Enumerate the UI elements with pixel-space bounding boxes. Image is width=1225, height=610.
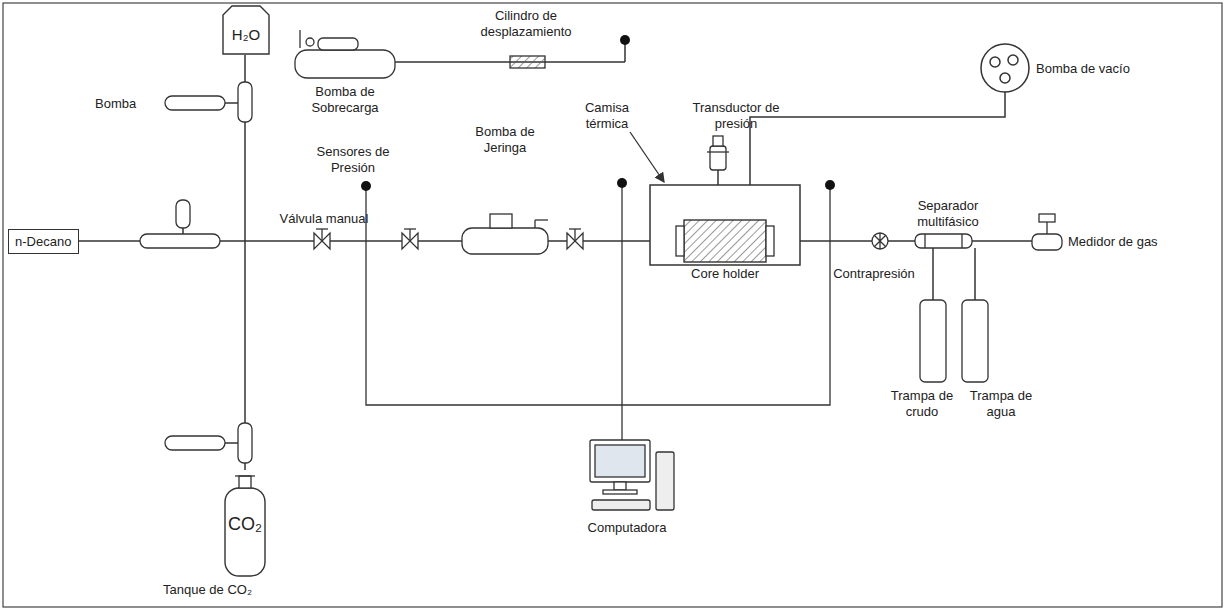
frame [3,3,1222,607]
pump-label: Bomba de Sobrecarga [298,84,392,116]
node-text: CO₂ [225,516,265,532]
pump-label: Bomba de Jeringa [462,124,548,156]
gas-meter [1032,214,1062,250]
cylinder-label: Cilindro de desplazamiento [470,8,582,40]
node-text: H₂O [222,27,270,43]
separator [915,234,988,382]
pump-label: Bomba [95,96,155,112]
leader-arrow [630,132,664,182]
node-text: n-Decano [15,234,71,250]
trap-label: Trampa de crudo [886,388,958,420]
computer-label: Computadora [572,520,682,536]
co2-tank: CO₂ Tanque de CO₂ [140,468,280,605]
trap-label: Trampa de agua [965,388,1037,420]
back-pressure-valve [872,233,888,249]
transducer-label: Transductor de presión [690,100,782,132]
separator-label: Separador multifásico [902,198,994,230]
node-text: Core holder [672,266,778,282]
sensor-label: Sensores de Presión [305,144,401,176]
signal-wires [366,183,830,440]
pressure-sensors [361,35,835,191]
valve-label: Contrapresión [828,266,920,282]
pump-label: Bomba de vacío [1036,61,1156,77]
overburden-pump [295,30,395,78]
pumps [140,82,252,463]
computer-icon [590,440,674,510]
pressure-transducer [707,136,729,170]
node-text: Tanque de CO₂ [140,582,275,598]
jacket-label: Camisa térmica [574,100,640,132]
displacement-cylinder [510,56,545,68]
meter-label: Medidor de gas [1068,234,1178,250]
fluid-box: n-Decano [8,229,79,254]
water-tank: H₂O [222,5,270,55]
thermal-jacket [650,185,800,265]
valve-label: Válvula manual [272,211,376,227]
core-holder: Core holder [672,196,778,284]
syringe-pump [462,214,548,254]
vacuum-pump [981,44,1029,92]
pipes [79,42,1032,470]
